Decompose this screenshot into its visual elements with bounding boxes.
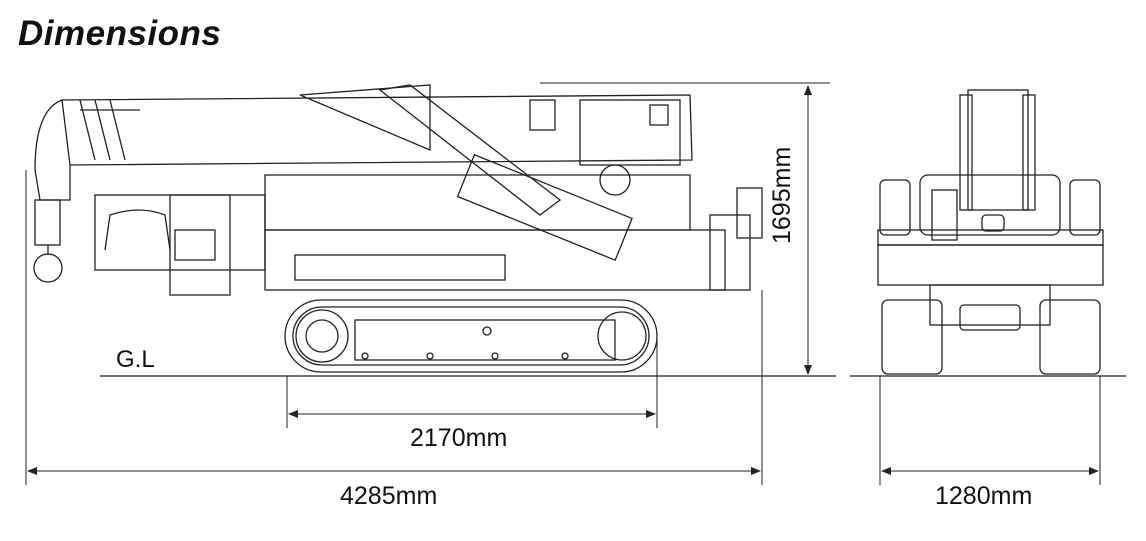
crane-front-view bbox=[877, 89, 1104, 375]
crawler-track bbox=[284, 299, 658, 373]
track-length-label: 2170mm bbox=[410, 424, 508, 452]
ground-level-label: G.L bbox=[116, 346, 155, 373]
overall-height-label: 1695mm bbox=[768, 146, 796, 244]
dimension-lines bbox=[25, 82, 1101, 485]
overall-width-label: 1280mm bbox=[935, 482, 1033, 510]
page-title: Dimensions bbox=[18, 14, 222, 53]
overall-length-label: 4285mm bbox=[340, 482, 438, 510]
crane-side-view bbox=[33, 84, 763, 373]
